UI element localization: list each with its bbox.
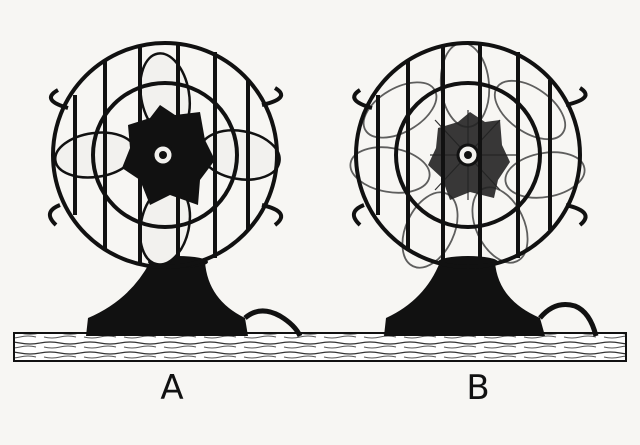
table-surface [13,332,627,362]
fan-b-guard [354,41,582,269]
fan-b-cord [538,302,599,337]
label-b: B [466,368,490,408]
fan-a-guard [51,41,279,269]
fan-a [48,41,303,338]
fan-b-guard-clips [352,86,588,227]
label-a: A [160,368,184,408]
fan-a-cord [243,308,303,338]
fan-b [349,41,599,337]
fan-a-guard-clips [48,86,284,227]
